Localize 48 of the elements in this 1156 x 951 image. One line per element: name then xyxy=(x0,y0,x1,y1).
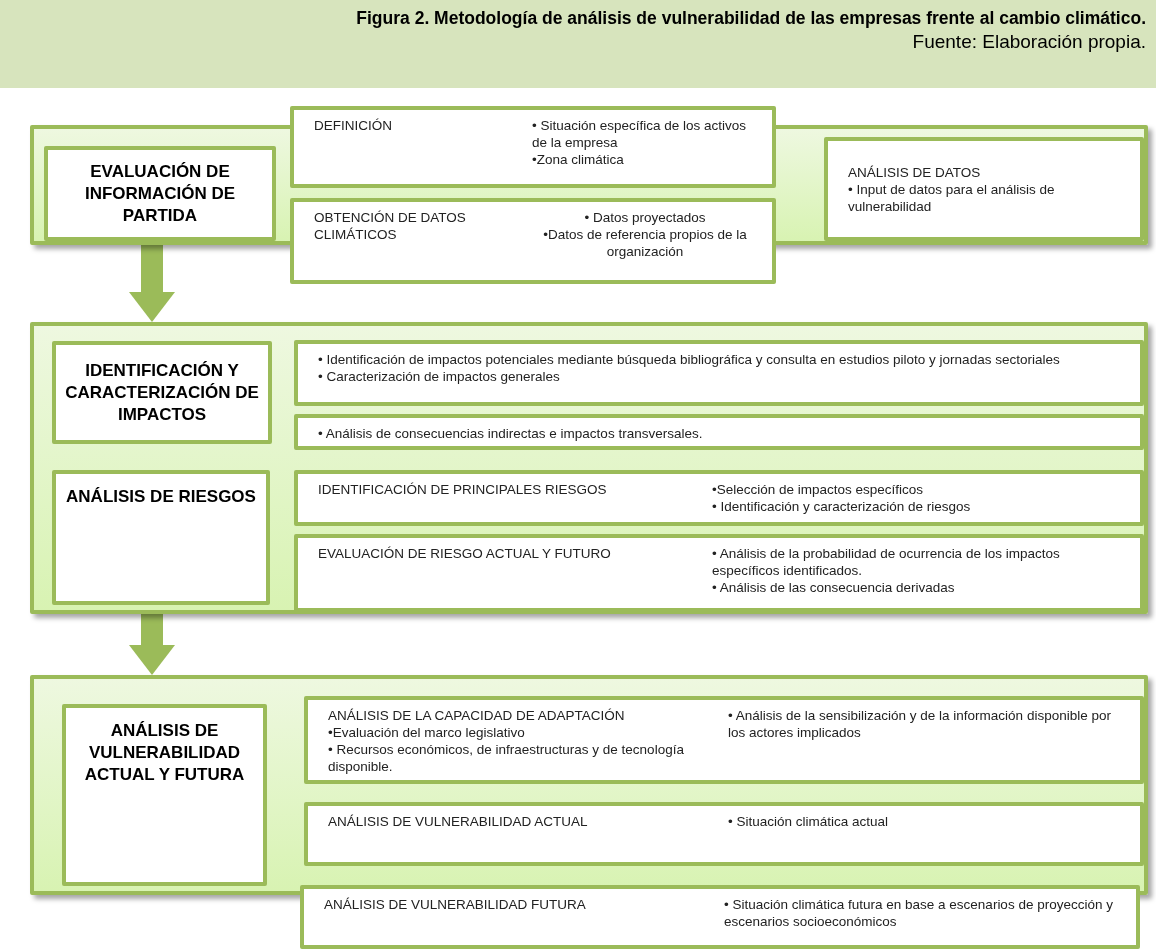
box-heading: EVALUACIÓN DE RIESGO ACTUAL Y FUTURO xyxy=(318,545,612,562)
bullet-item: •Selección de impactos específicos xyxy=(712,481,925,498)
stage-title-box xyxy=(52,341,272,444)
content-box xyxy=(304,696,1144,784)
bullet-item: • Análisis de la probabilidad de ocurrencia de los impactos específicos identificados. xyxy=(712,545,1061,579)
content-box xyxy=(294,340,1144,406)
box-heading: ANÁLISIS DE VULNERABILIDAD FUTURA xyxy=(324,896,587,913)
stage-title-box xyxy=(52,470,270,605)
figure-caption: Fuente: Elaboración propia. xyxy=(912,30,1146,54)
bullet-item: • Identificación y caracterización de riesgos xyxy=(712,498,972,515)
box-heading: ANÁLISIS DE DATOS xyxy=(848,163,982,181)
bullet-item: • Input de datos para el análisis de vulnerabilidad xyxy=(848,180,1056,215)
stage-title: ANÁLISIS DE RIESGOS xyxy=(66,486,256,508)
content-box xyxy=(294,470,1144,526)
content-box xyxy=(290,106,776,188)
block-arrow xyxy=(129,614,175,675)
figure-title: Figura 2. Metodología de análisis de vulnerabilidad de las empresas frente al cambio climático. xyxy=(356,7,1146,30)
bullet-item: • Análisis de consecuencias indirectas e impactos transversales. xyxy=(318,425,704,442)
bullet-item: • Recursos económicos, de infraestructuras y de tecnología disponible. xyxy=(328,741,685,775)
bullet-item: • Situación específica de los activos de la empresa xyxy=(532,117,748,151)
bullet-item: • Datos proyectados xyxy=(583,209,707,226)
content-box xyxy=(300,885,1140,949)
box-heading: OBTENCIÓN DE DATOS CLIMÁTICOS xyxy=(314,209,467,243)
stage-title: ANÁLISIS DE VULNERABILIDAD ACTUAL Y FUTURA xyxy=(83,720,246,786)
bullet-item: • Identificación de impactos potenciales mediante búsqueda bibliográfica y consulta en estudios piloto y jornadas sectoriales xyxy=(318,351,1061,368)
bullet-item: • Análisis de la sensibilización y de la información disponible por los actores implicados xyxy=(728,707,1112,741)
content-box xyxy=(304,802,1144,866)
box-heading: ANÁLISIS DE LA CAPACIDAD DE ADAPTACIÓN xyxy=(328,707,626,724)
box-heading: DEFINICIÓN xyxy=(314,117,393,134)
block-arrow xyxy=(129,245,175,322)
stage-title: IDENTIFICACIÓN Y CARACTERIZACIÓN DE IMPACTOS xyxy=(64,359,260,426)
bullet-item: • Situación climática futura en base a escenarios de proyección y escenarios socioeconómicos xyxy=(724,896,1114,930)
bullet-item: • Caracterización de impactos generales xyxy=(318,368,561,385)
bullet-item: • Análisis de las consecuencia derivadas xyxy=(712,579,956,596)
bullet-item: • Situación climática actual xyxy=(728,813,890,830)
stage-panel xyxy=(30,322,1148,614)
box-heading: IDENTIFICACIÓN DE PRINCIPALES RIESGOS xyxy=(318,481,608,498)
stage-title-box xyxy=(62,704,267,886)
stage-panel xyxy=(30,675,1148,895)
bullet-item: •Evaluación del marco legislativo xyxy=(328,724,526,741)
stage-title-box xyxy=(44,146,276,241)
box-heading: ANÁLISIS DE VULNERABILIDAD ACTUAL xyxy=(328,813,589,830)
bullet-item: •Datos de referencia propios de la organización xyxy=(542,226,748,260)
content-box xyxy=(294,534,1144,612)
stage-title: EVALUACIÓN DE INFORMACIÓN DE PARTIDA xyxy=(83,160,237,227)
content-box xyxy=(294,414,1144,450)
bullet-item: •Zona climática xyxy=(532,151,625,168)
content-box xyxy=(290,198,776,284)
